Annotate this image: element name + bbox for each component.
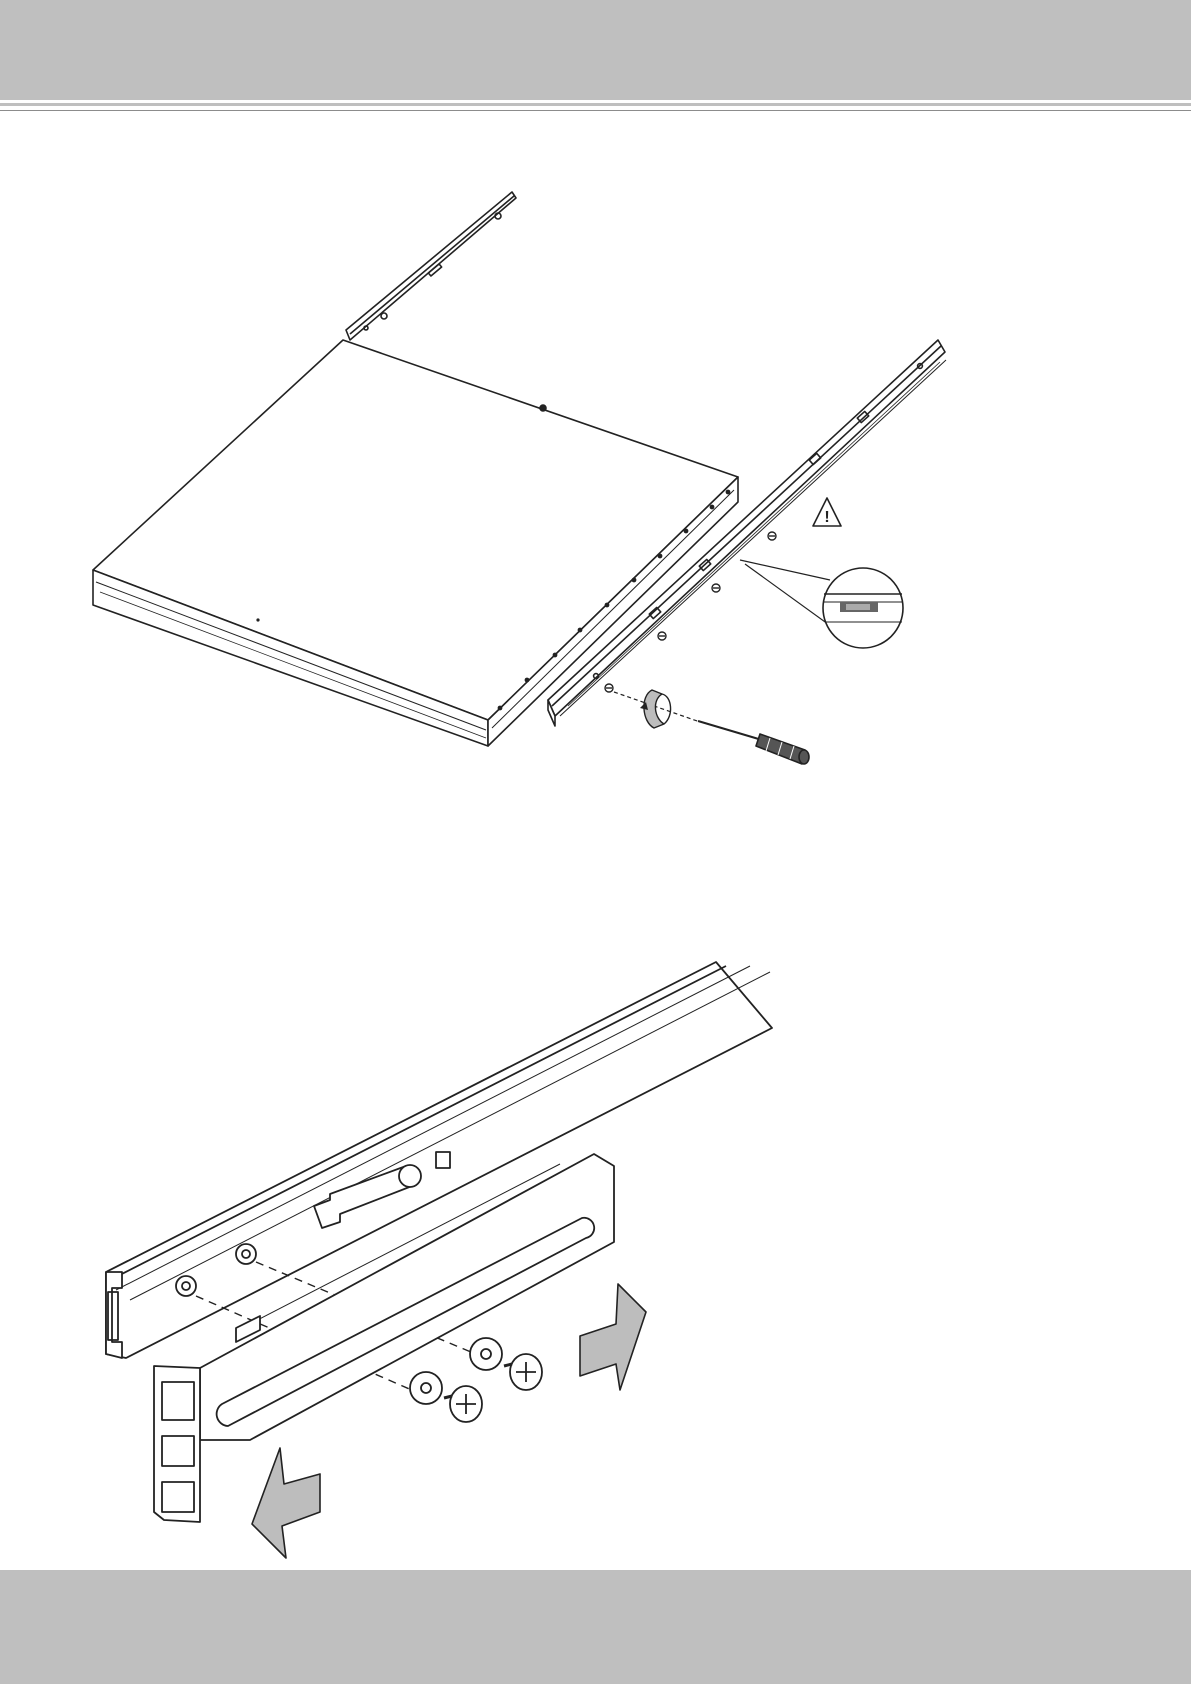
- page-header-band: [0, 0, 1191, 100]
- inner-rail-left: [346, 192, 516, 340]
- page-footer-band: [0, 1570, 1191, 1684]
- magnified-callout: [740, 560, 903, 648]
- warning-symbol: !: [824, 509, 829, 526]
- figure-rail-mounting: !: [0, 180, 1191, 780]
- warning-icon: !: [813, 498, 841, 526]
- chassis-box: [93, 340, 738, 746]
- screwdriver-icon: [698, 721, 809, 764]
- extend-arrow-right-icon: [580, 1284, 646, 1390]
- figure-rail-adjustment: [0, 950, 1191, 1570]
- extend-arrow-left-icon: [252, 1448, 320, 1558]
- header-rule-thin: [0, 110, 1191, 111]
- header-rule-thick: [0, 103, 1191, 106]
- rotation-arrow-icon: [640, 690, 671, 728]
